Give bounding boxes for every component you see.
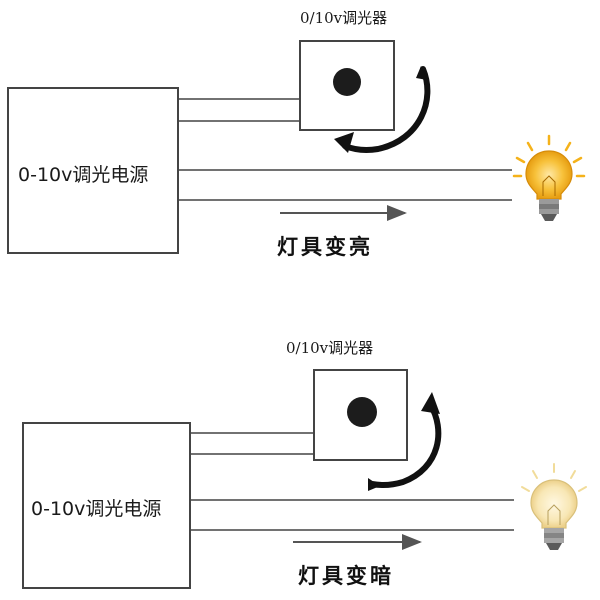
dimmer-knob [347, 397, 377, 427]
power-supply-label: 0-10v调光电源 [18, 164, 148, 186]
power-supply-label: 0-10v调光电源 [31, 498, 161, 520]
rotation-arrow-clockwise [334, 66, 431, 153]
caption-brighten: 灯具变亮 [277, 235, 373, 259]
power-supply-box [7, 87, 179, 254]
lightbulb-bright-icon [512, 134, 586, 221]
rotation-arrow-counterclockwise [368, 392, 442, 491]
caption-dim: 灯具变暗 [298, 564, 394, 588]
dimmer-label: 0/10v调光器 [286, 339, 373, 357]
dimmer-label: 0/10v调光器 [300, 9, 387, 27]
dimmer-box [313, 369, 408, 461]
panel-brighten: 0-10v调光电源 0/10v调光器 [7, 9, 586, 259]
lightbulb-dim-icon [521, 463, 587, 550]
power-supply-box [22, 422, 191, 589]
panel-dim: 0-10v调光电源 0/10v调光器 [22, 339, 587, 589]
dimmer-knob [333, 68, 361, 96]
